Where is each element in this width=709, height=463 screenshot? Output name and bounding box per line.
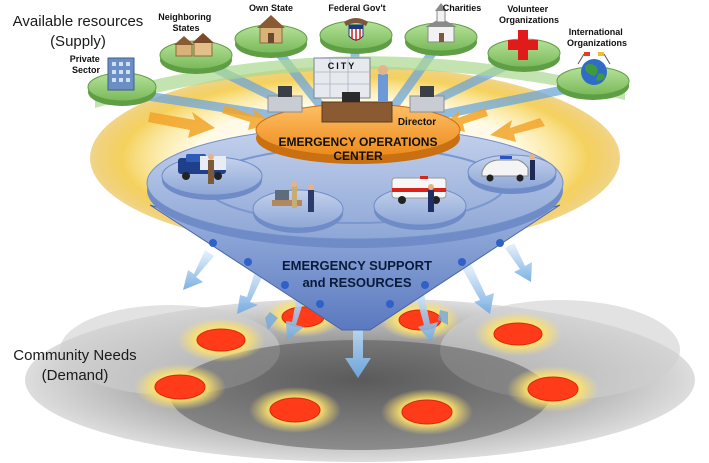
need-hotspot [134,364,226,410]
need-hotspot [381,389,473,435]
director-figure [378,74,388,102]
supply-label-line1: Available resources [12,13,144,30]
response-unit-police-truck [161,154,263,200]
red-cross-icon [508,30,538,60]
resource-label-private-sector: Private Sector [70,54,103,75]
resource-volunteer-organizations [487,30,561,72]
house-icon [257,15,285,44]
globe-flags-icon [577,52,611,85]
houses-icon [174,33,214,57]
police-truck-icon [178,154,226,184]
resource-label-federal-govt: Federal Gov't [328,3,385,13]
resource-label-neighboring-states: Neighboring States [158,12,214,33]
support-title-line1: EMERGENCY SUPPORT [282,258,432,273]
city-map-board [313,57,371,99]
response-unit-ambulance [373,176,467,230]
need-hotspot [177,318,265,362]
resource-label-volunteer-organizations: Volunteer Organizations [499,4,559,25]
resource-label-international-organizations: International Organizations [567,27,627,48]
demand-label-line1: Community Needs [13,347,137,364]
office-building-icon [107,57,135,91]
need-hotspot [507,366,599,412]
support-title-line2: and RESOURCES [302,275,411,290]
ambulance-icon [391,176,447,212]
resource-own-state [234,15,308,58]
eoc-title-line1: EMERGENCY OPERATIONS [279,135,438,149]
eoc-title-line2: CENTER [333,149,383,163]
director-desk [321,101,393,123]
demand-hotspots [134,297,599,435]
response-unit-police-car [467,154,557,194]
resource-federal-govt [319,18,393,54]
eagle-seal-icon [344,18,368,41]
need-hotspot [474,312,562,356]
resource-charities [404,3,478,56]
demand-label: Community Needs (Demand) [10,346,140,386]
supply-label-line2: (Supply) [50,33,106,50]
eoc-disc [255,103,461,164]
resource-private-sector [87,57,157,106]
resource-label-own-state: Own State [249,3,293,13]
city-board-text: CITY [328,61,357,71]
director-label: Director [398,117,436,128]
supply-label: Available resources (Supply) [8,12,148,52]
resource-international-organizations [556,52,630,100]
demand-label-line2: (Demand) [41,367,109,384]
police-car-icon [481,154,535,182]
need-hotspot [249,387,341,433]
resource-labels: Private Sector Neighboring States Own St… [70,3,627,75]
support-arrows [183,243,532,378]
supply-ring [95,56,625,108]
response-unit-office-workers [252,181,344,233]
office-workers-icon [272,181,314,212]
eoc-scene: CITY [267,57,445,123]
church-icon [425,3,457,43]
resource-neighboring-states [159,33,233,74]
resource-label-charities: Charities [443,3,482,13]
